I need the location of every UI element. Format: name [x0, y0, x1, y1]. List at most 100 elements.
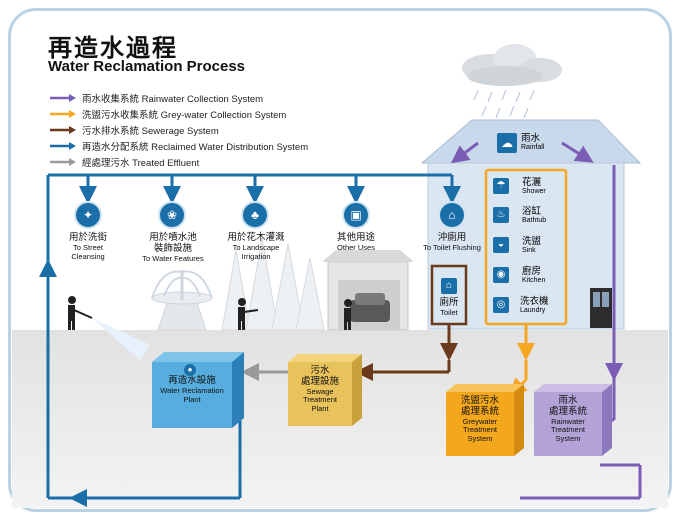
legend-label: 經處理污水 Treated Effluent — [82, 158, 200, 169]
plant-zh: 處理設施 — [300, 375, 339, 387]
plant-en: Greywater — [462, 416, 498, 426]
plant-en: Sewage — [306, 386, 334, 396]
room-en: Sink — [522, 247, 536, 255]
use-label-zh: 用於洗街 — [68, 232, 107, 243]
use-label-en: To Toilet Flushing — [423, 242, 481, 252]
kitchen-icon: ◉ — [493, 267, 509, 283]
plant-en: Plant — [183, 394, 201, 404]
plant-en: Treatment — [303, 395, 337, 405]
rainwater-system-box — [534, 384, 612, 456]
use-label-en: Cleansing — [71, 251, 105, 261]
garage — [322, 250, 414, 331]
water-drop-icon: ● — [184, 364, 196, 376]
toilet-flushing-icon: ⌂ — [440, 203, 464, 227]
reclamation-plant-label: 再造水設施 Water Reclamation Plant — [152, 375, 232, 404]
use-toilet-flushing: 沖廁用 To Toilet Flushing — [416, 232, 488, 253]
room-shower: 花灑 Shower — [522, 177, 546, 196]
room-zh: 洗衣機 — [520, 296, 549, 307]
room-sink: 洗盥 Sink — [522, 236, 542, 255]
sewerage-lines — [355, 264, 468, 381]
toilet-zh: 廁所 — [439, 297, 459, 308]
plant-en: System — [467, 434, 493, 444]
room-zh: 浴缸 — [522, 206, 542, 217]
use-other: 其他用途 Other Uses — [328, 232, 384, 253]
room-zh: 洗盥 — [522, 236, 542, 247]
room-zh: 廚房 — [522, 266, 542, 277]
room-en: Bathtub — [522, 217, 547, 225]
plant-zh: 雨水 — [558, 395, 578, 406]
rainfall-zh: 雨水 — [521, 133, 541, 144]
room-kitchen: 廚房 Kitchen — [522, 266, 546, 285]
legend-label: 再造水分配系統 Reclaimed Water Distribution Sys… — [82, 142, 309, 153]
use-label-zh: 沖廁用 — [437, 232, 467, 243]
use-label-en: Other Uses — [337, 242, 375, 252]
room-toilet: 廁所 Toilet — [432, 297, 466, 318]
plant-en: Water Reclamation — [160, 385, 224, 395]
use-label-zh: 裝飾設施 — [153, 242, 192, 254]
trees — [221, 237, 325, 331]
use-label-en: To Landscape — [232, 242, 280, 252]
sink-icon: ◒ — [493, 237, 509, 253]
plant-zh: 污水 — [310, 365, 330, 376]
shower-icon: ☂ — [493, 178, 509, 194]
person-car — [344, 299, 352, 330]
plant-zh: 洗盥污水 — [460, 395, 499, 406]
rainfall-en: Rainfall — [521, 144, 545, 152]
rainwater-system-label: 雨水 處理系統 Rainwater Treatment System — [534, 395, 602, 444]
purple-arrow-icon — [50, 94, 76, 102]
room-bathtub: 浴缸 Bathtub — [522, 206, 547, 225]
rainwater-lines — [450, 141, 642, 500]
use-label-zh: 用於噴水池 — [149, 232, 197, 243]
page-title: 再造水過程 — [48, 34, 178, 62]
plant-zh: 處理系統 — [460, 405, 499, 417]
legend-label: 污水排水系統 Sewerage System — [82, 126, 219, 137]
plant-en: Rainwater — [551, 416, 585, 426]
rainfall-icon: ☁ — [497, 133, 517, 153]
grey-arrow-icon — [50, 158, 76, 166]
use-label-zh: 其他用途 — [336, 232, 375, 243]
use-water-features: 用於噴水池 裝飾設施 To Water Features — [136, 232, 210, 263]
room-en: Laundry — [520, 307, 546, 315]
rainfall-label: 雨水 Rainfall — [521, 133, 545, 152]
plant-zh: 處理系統 — [548, 405, 587, 417]
plant-en: Treatment — [551, 425, 585, 435]
use-label-en: Irrigation — [241, 251, 271, 261]
page-subtitle: Water Reclamation Process — [48, 58, 246, 75]
street-cleaning-icon: ✦ — [76, 203, 100, 227]
water-feature-icon: ❀ — [160, 203, 184, 227]
plant-en: System — [555, 434, 581, 444]
use-landscape-irrigation: 用於花木灌溉 To Landscape Irrigation — [220, 232, 292, 261]
room-laundry: 洗衣機 Laundry — [520, 296, 549, 315]
legend-label: 洗盥污水收集系統 Grey-water Collection System — [82, 110, 287, 121]
toilet-en: Toilet — [440, 307, 458, 317]
use-label-en: To Water Features — [142, 253, 204, 263]
person-street-cleaning — [68, 296, 150, 360]
cloud-icon — [462, 44, 562, 86]
orange-arrow-icon — [50, 110, 76, 118]
use-label-zh: 用於花木灌溉 — [227, 232, 285, 243]
sewage-plant-box — [288, 354, 362, 426]
room-en: Shower — [522, 188, 546, 196]
room-en: Kitchen — [522, 277, 546, 285]
fountain — [151, 270, 213, 331]
bathtub-icon: ♨ — [493, 207, 509, 223]
sewage-plant-label: 污水 處理設施 Sewage Treatment Plant — [288, 365, 352, 414]
car-wash-icon: ▣ — [344, 203, 368, 227]
use-street-cleaning: 用於洗街 To Street Cleansing — [58, 232, 118, 261]
irrigation-icon: ♣ — [243, 203, 267, 227]
blue-arrow-icon — [50, 142, 76, 150]
plant-en: Plant — [311, 404, 329, 414]
legend-label: 雨水收集系統 Rainwater Collection System — [82, 94, 264, 105]
use-label-en: To Street — [72, 242, 103, 252]
room-zh: 花灑 — [522, 177, 542, 188]
person-irrigation — [238, 298, 259, 330]
greywater-system-label: 洗盥污水 處理系統 Greywater Treatment System — [446, 395, 514, 444]
plant-zh: 再造水設施 — [168, 375, 216, 386]
toilet-icon: ⌂ — [441, 278, 457, 294]
plant-en: Treatment — [463, 425, 497, 435]
brown-arrow-icon — [50, 126, 76, 134]
laundry-icon: ◎ — [493, 297, 509, 313]
greywater-system-box — [446, 384, 524, 456]
